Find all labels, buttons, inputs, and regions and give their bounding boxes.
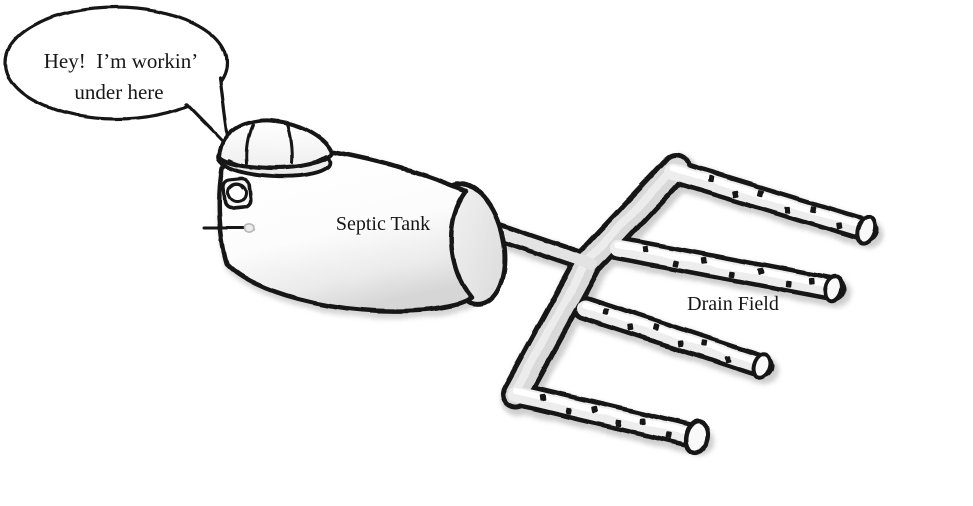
perforation-hole	[757, 189, 764, 197]
perforation-hole	[615, 419, 622, 427]
perforation-hole	[627, 323, 634, 331]
speech-line-2: under here	[74, 80, 163, 104]
speech-bubble	[3, 5, 231, 150]
perforation-hole	[757, 267, 764, 275]
perforation-hole	[602, 307, 609, 315]
perforation-hole	[672, 259, 679, 267]
lid-seam-right	[285, 120, 294, 165]
perforation-hole	[784, 206, 791, 214]
perforations	[539, 175, 842, 439]
perforation-hole	[810, 205, 817, 213]
inlet-pipe-opening	[243, 223, 255, 234]
perforation-hole	[700, 256, 707, 264]
branch-3-end-cap	[751, 351, 773, 381]
perforation-hole	[835, 222, 842, 230]
perforation-hole	[732, 190, 739, 198]
perforation-hole	[808, 277, 815, 285]
perforation-hole	[652, 323, 659, 331]
lid-seam-left	[245, 123, 255, 165]
perforation-hole	[639, 417, 646, 425]
perforation-hole	[591, 405, 598, 413]
perforation-hole	[677, 339, 684, 347]
perforation-hole	[728, 270, 735, 278]
inlet-fitting-handle	[229, 183, 244, 190]
speech-bubble-tail-fill	[186, 78, 229, 148]
inlet-fitting	[221, 176, 253, 211]
branch-1-end-cap	[854, 214, 878, 246]
perforation-hole	[707, 175, 714, 183]
septic-tank	[203, 118, 507, 311]
speech-line-1: Hey! I’m workin’	[44, 49, 199, 73]
perforation-hole	[700, 339, 707, 347]
perforation-hole	[724, 355, 731, 363]
speech-bubble-ellipse	[3, 5, 229, 121]
lid-lip-line	[227, 154, 328, 170]
inlet-fitting-ring	[226, 182, 248, 204]
septic-tank-label: Septic Tank	[336, 213, 430, 235]
perforation-hole	[642, 245, 649, 253]
perforation-hole	[785, 280, 792, 288]
branch-end-caps	[683, 214, 878, 456]
perforation-hole	[539, 393, 546, 401]
drawing-layer	[3, 5, 878, 456]
perforation-hole	[665, 431, 672, 439]
perforation-hole	[565, 407, 572, 415]
drain-field-label: Drain Field	[687, 293, 779, 315]
branch-4-end-cap	[683, 418, 711, 456]
text-labels: Hey! I’m workin’ under here Septic Tank …	[44, 49, 779, 315]
branch-2-end-cap	[823, 274, 845, 304]
